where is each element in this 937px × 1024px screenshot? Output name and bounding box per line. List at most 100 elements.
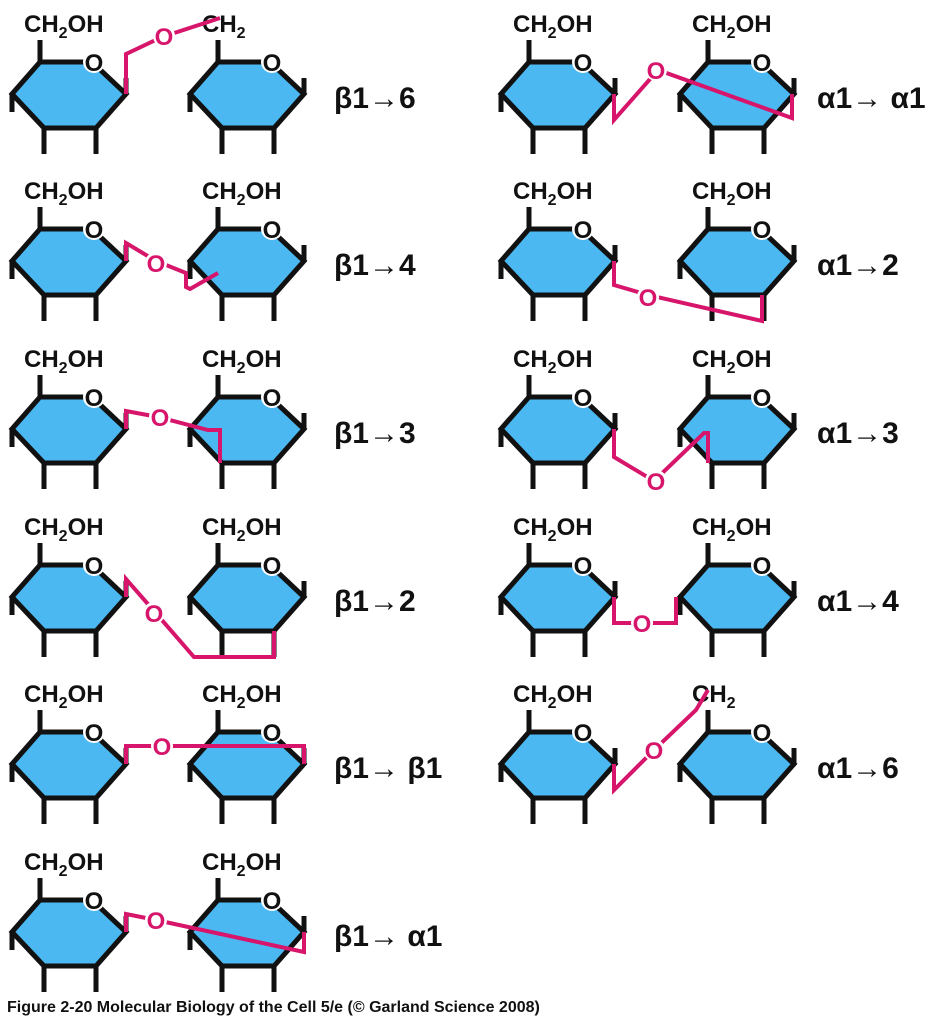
linkage-label: β1→4	[334, 249, 416, 282]
linkage-bridge: O	[612, 261, 764, 324]
ring-oxygen-mask	[83, 386, 105, 408]
ring-oxygen-mask	[261, 386, 283, 408]
bridge-oxygen: O	[647, 469, 666, 496]
right-sugar: O CH2OH	[676, 11, 798, 154]
ring-oxygen: O	[753, 720, 772, 747]
ch2oh-group: CH2OH	[513, 681, 593, 712]
pyranose-ring	[186, 59, 308, 131]
bridge-oxygen: O	[151, 405, 170, 432]
glycosidic-bond	[124, 573, 276, 659]
linkage-label: α1→3	[817, 417, 899, 450]
ring-oxygen: O	[85, 217, 104, 244]
bridge-oxygen-mask	[153, 25, 175, 47]
linkage-label: α1→2	[817, 249, 899, 282]
ch2oh-group: CH2OH	[202, 681, 282, 712]
ring-oxygen: O	[753, 553, 772, 580]
linkage-label: β1→2	[334, 585, 416, 618]
ch2oh-group: CH2OH	[692, 514, 772, 545]
ring-oxygen-mask	[261, 889, 283, 911]
ring-oxygen-mask	[572, 386, 594, 408]
linkage-bridge: O	[124, 405, 222, 463]
pyranose-ring	[8, 729, 130, 801]
bridge-oxygen: O	[153, 734, 172, 761]
pyranose-ring	[497, 226, 619, 298]
ring-oxygen: O	[753, 50, 772, 77]
pyranose-ring	[8, 59, 130, 131]
ring-oxygen-mask	[83, 554, 105, 576]
ring-oxygen-mask	[83, 218, 105, 240]
left-sugar: O CH2OH	[497, 681, 619, 824]
pyranose-ring	[186, 729, 308, 801]
linkage-bridge: O	[124, 239, 219, 292]
bridge-oxygen: O	[145, 601, 164, 628]
ring-oxygen-mask	[751, 386, 773, 408]
ch2oh-group: CH2OH	[24, 849, 104, 880]
ch2oh-group: CH2OH	[202, 178, 282, 209]
ring-oxygen-mask	[751, 51, 773, 73]
linkage-bridge: O	[612, 597, 678, 638]
linkage-label: α1→ α1	[817, 82, 926, 115]
ch2oh-group: CH2OH	[692, 178, 772, 209]
pyranose-ring	[8, 394, 130, 466]
bridge-oxygen-mask	[145, 252, 167, 274]
ring-oxygen-mask	[572, 554, 594, 576]
ch2oh-group: CH2OH	[202, 346, 282, 377]
ch2oh-group: CH2OH	[24, 514, 104, 545]
bridge-oxygen: O	[639, 285, 658, 312]
bridge-oxygen: O	[633, 611, 652, 638]
bridge-oxygen: O	[647, 58, 666, 85]
ring-oxygen-mask	[261, 554, 283, 576]
ring-oxygen-mask	[751, 554, 773, 576]
bridge-oxygen-mask	[643, 739, 665, 761]
bridge-oxygen-mask	[151, 735, 173, 757]
bridge-oxygen-mask	[631, 612, 653, 634]
ring-oxygen-mask	[751, 721, 773, 743]
ch2oh-group: CH2OH	[513, 178, 593, 209]
ring-oxygen-mask	[261, 218, 283, 240]
ring-oxygen: O	[574, 720, 593, 747]
ring-oxygen-mask	[572, 218, 594, 240]
ring-oxygen: O	[574, 385, 593, 412]
bridge-oxygen-mask	[149, 406, 171, 428]
ch2oh-group: CH2OH	[24, 346, 104, 377]
linkage-bridge: O	[124, 573, 276, 659]
ch2oh-group: CH2OH	[513, 346, 593, 377]
glycosidic-bond	[124, 744, 306, 764]
ring-oxygen-mask	[261, 721, 283, 743]
pyranose-ring	[676, 226, 798, 298]
ring-oxygen: O	[263, 888, 282, 915]
ring-oxygen-mask	[751, 218, 773, 240]
ring-oxygen-mask	[83, 51, 105, 73]
linkage-bridge: O	[612, 688, 710, 795]
bridge-oxygen-mask	[143, 602, 165, 624]
linkage-bridge: O	[124, 16, 221, 94]
linkage-label: α1→6	[817, 752, 899, 785]
ch2oh-group: CH2OH	[24, 11, 104, 42]
ring-oxygen: O	[85, 385, 104, 412]
ring-oxygen: O	[85, 720, 104, 747]
ring-oxygen: O	[85, 888, 104, 915]
linkage-label: β1→6	[334, 82, 416, 115]
ring-oxygen: O	[263, 553, 282, 580]
ring-oxygen: O	[263, 720, 282, 747]
ch2oh-group: CH2OH	[692, 11, 772, 42]
ring-oxygen: O	[753, 217, 772, 244]
glycosidic-bond	[612, 429, 710, 484]
left-sugar: O CH2OH	[8, 346, 130, 489]
ch2oh-group: CH2OH	[202, 514, 282, 545]
ring-oxygen-mask	[83, 721, 105, 743]
pyranose-ring	[186, 562, 308, 634]
pyranose-ring	[186, 226, 308, 298]
pyranose-ring	[676, 562, 798, 634]
pyranose-ring	[497, 394, 619, 466]
pyranose-ring	[676, 729, 798, 801]
pyranose-ring	[8, 226, 130, 298]
linkage-bridge: O	[124, 734, 306, 764]
